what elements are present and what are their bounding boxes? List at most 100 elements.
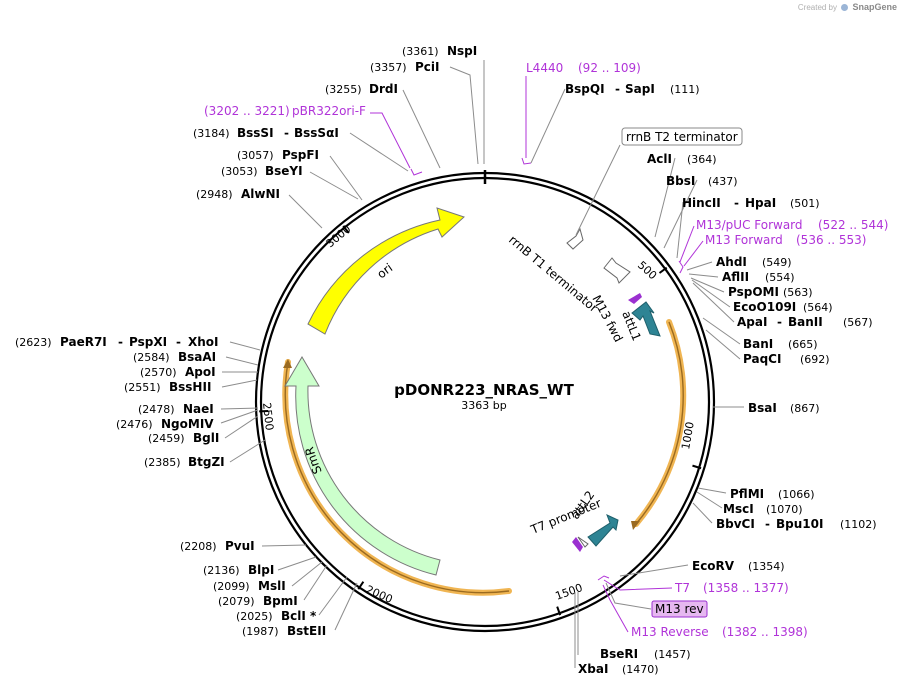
attl2-arrow — [587, 514, 619, 547]
site-bsshii-pos: (2551) — [124, 381, 161, 394]
tick-label-500: 500 — [635, 259, 659, 283]
site-msli-pos: (2099) — [213, 580, 250, 593]
site-pflmi-pos: (1066) — [778, 488, 815, 501]
site-paer7i-pos: (2623) — [15, 336, 52, 349]
site-bbvci-name2: Bpu10I — [776, 517, 823, 531]
m13-fwd-primer-arrow — [628, 293, 642, 304]
site-alwni-name: AlwNI — [241, 187, 280, 201]
separator-6: - — [777, 315, 782, 329]
rrnb-t1-label: rrnB T1 terminator — [506, 233, 601, 316]
site-bbvci-name: BbvCI — [716, 517, 755, 531]
primer-m13puc-leader — [679, 225, 695, 263]
site-pspomi-pos: (563) — [783, 286, 813, 299]
site-bseyi-pos: (3053) — [221, 165, 258, 178]
primer-m13-reverse-range: (1382 .. 1398) — [722, 625, 808, 639]
site-bpmi-name: BpmI — [263, 594, 298, 608]
tick-label-2000: 2000 — [364, 583, 395, 606]
site-apoi-pos: (2570) — [140, 366, 177, 379]
site-aflii-name: AflII — [722, 270, 749, 284]
tick-label-1500: 1500 — [554, 581, 585, 603]
site-pspomi-name: PspOMI — [728, 285, 779, 299]
tick-marks — [259, 225, 702, 616]
primer-m13-forward-mark — [678, 260, 684, 274]
site-msci-name: MscI — [723, 502, 754, 516]
tick-mark-2000 — [357, 581, 365, 590]
site-bspqi-pos: (111) — [670, 83, 700, 96]
site-pcii-name: PciI — [415, 60, 440, 74]
t7-promoter-primer-arrow — [572, 537, 583, 552]
ori-label: ori — [374, 261, 395, 282]
rrnb-t2-arrow — [566, 227, 584, 250]
site-ecoo109i-pos: (564) — [803, 301, 833, 314]
site-bseyi-name: BseYI — [265, 164, 303, 178]
snapgene-brand: SnapGene — [852, 2, 897, 12]
site-bsteii-name: BstEII — [287, 624, 326, 638]
site-aflii-pos: (554) — [765, 271, 795, 284]
site-ecorv-pos: (1354) — [748, 560, 785, 573]
ori-arrow — [307, 207, 465, 335]
tick-mark-500 — [658, 266, 668, 274]
site-pvui-pos: (2208) — [180, 540, 217, 553]
t7-promoter-label: T7 promoter — [528, 496, 603, 537]
site-bsteii-pos: (1987) — [242, 625, 279, 638]
orf-arrowhead-left — [283, 359, 292, 368]
site-ngomiv-pos: (2476) — [116, 418, 153, 431]
primer-pbr322ori-leader — [370, 112, 411, 169]
site-bseri-pos: (1457) — [654, 648, 691, 661]
site-bgli-name: BglI — [193, 431, 219, 445]
site-xbai-name: XbaI — [578, 662, 608, 676]
rrnb-t1-arrow — [603, 257, 631, 284]
tick-mark-1500 — [556, 606, 562, 616]
site-paer7i-name: PaeR7I — [60, 335, 107, 349]
site-bsssi-name2: BssSαI — [294, 126, 339, 140]
site-bani-pos: (665) — [788, 338, 818, 351]
site-bsshii-name: BssHII — [169, 380, 211, 394]
attl1-arrow — [631, 301, 661, 337]
site-ecorv-name: EcoRV — [692, 559, 735, 573]
site-apai-name: ApaI — [737, 315, 767, 329]
site-nspi-pos: (3361) — [402, 45, 439, 58]
site-hincii-name: HincII — [682, 196, 721, 210]
site-bseri-name: BseRI — [600, 647, 638, 661]
separator-7: - — [765, 517, 770, 531]
tick-mark-1000 — [692, 464, 702, 470]
snapgene-watermark: Created by SnapGene — [798, 2, 897, 12]
site-nspi-name: NspI — [447, 44, 477, 58]
plasmid-name: pDONR223_NRAS_WT — [394, 381, 574, 399]
primer-t7-name: T7 — [674, 581, 690, 595]
primer-m13-fwd-range: (536 .. 553) — [796, 233, 866, 247]
primer-m13-reverse-name: M13 Reverse — [631, 625, 709, 639]
site-bani-name: BanI — [743, 337, 773, 351]
site-apai-name2: BanII — [788, 315, 823, 329]
site-btgzi-name: BtgZI — [188, 455, 225, 469]
site-bcli-pos: (2025) — [236, 610, 273, 623]
separator-2: - — [118, 335, 123, 349]
site-acli-name: AclI — [647, 152, 672, 166]
primer-pbr322ori-mark — [410, 168, 423, 176]
site-paqci-name: PaqCI — [743, 352, 781, 366]
site-hincii-pos: (501) — [790, 197, 820, 210]
site-alwni-pos: (2948) — [196, 188, 233, 201]
tick-mark-3000 — [342, 225, 350, 234]
primer-m13-fwd-name: M13 Forward — [705, 233, 783, 247]
primer-pbr322ori-range: (3202 .. 3221) — [204, 104, 290, 118]
site-bsssi-pos: (3184) — [193, 127, 230, 140]
primer-m13-reverse-leader — [602, 584, 629, 633]
site-paer7i-name3: XhoI — [188, 335, 219, 349]
site-bpmi-pos: (2079) — [218, 595, 255, 608]
primer-l4440-range: (92 .. 109) — [578, 61, 641, 75]
site-naei-pos: (2478) — [138, 403, 175, 416]
smr-arrow — [284, 356, 441, 576]
orf-arc-left-line — [284, 361, 510, 594]
plasmid-length: 3363 bp — [461, 399, 506, 412]
site-bsaai-pos: (2584) — [133, 351, 170, 364]
primer-m13-rev-leader — [605, 582, 652, 610]
site-xbai-pos: (1470) — [622, 663, 659, 676]
site-hincii-name2: HpaI — [745, 196, 776, 210]
primer-m13-rev-box — [651, 600, 708, 618]
separator-5: - — [734, 196, 739, 210]
site-bspqi-name2: SapI — [625, 82, 655, 96]
site-bsai-name: BsaI — [748, 401, 777, 415]
site-ahdi-name: AhdI — [716, 255, 747, 269]
